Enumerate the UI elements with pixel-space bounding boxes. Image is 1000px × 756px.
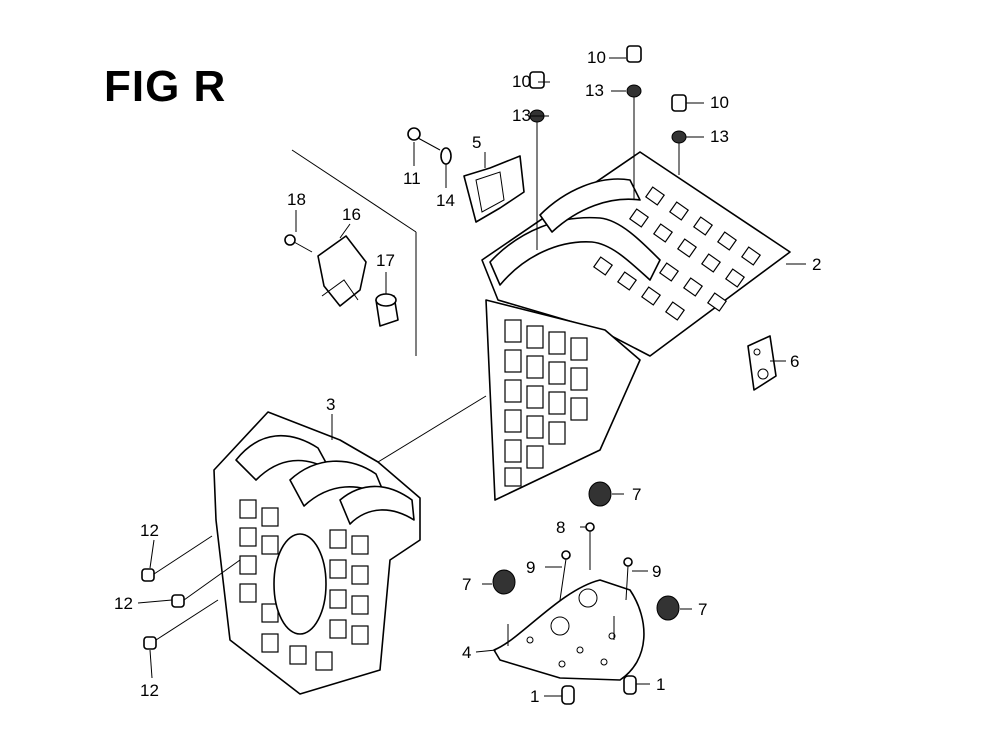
callout-8: 8: [556, 518, 565, 537]
part-16-clip: [317, 235, 367, 307]
part-4-base-plate: [493, 579, 645, 681]
leader-lines: [137, 57, 806, 697]
part-2-grid-cells: [592, 186, 762, 321]
callout-12: 12: [140, 681, 159, 700]
part-13-washers: [529, 84, 687, 144]
part-17-collar: [375, 293, 399, 327]
callout-10: 10: [587, 48, 606, 67]
part-18-screw: [284, 234, 313, 253]
callout-9: 9: [652, 562, 661, 581]
callout-6: 6: [790, 352, 799, 371]
part-8-bolt: [585, 522, 595, 570]
callout-7: 7: [462, 575, 471, 594]
callout-12: 12: [140, 521, 159, 540]
figure-title: FIG R: [104, 62, 227, 111]
callout-13: 13: [585, 81, 604, 100]
part-2-vertical-cells: [504, 319, 588, 487]
part-11-bolt: [407, 127, 441, 151]
callout-labels: 10 13 10 13 10 13 5 11 14 18 16 17 2 6 3…: [114, 48, 821, 706]
part-6-plate: [747, 335, 777, 391]
part-10-nuts: [529, 45, 687, 112]
part-3-grid-cells: [239, 499, 369, 671]
part-5-bracket: [463, 155, 525, 223]
callout-11: 11: [403, 169, 421, 188]
callout-9: 9: [526, 558, 535, 577]
callout-13: 13: [710, 127, 729, 146]
part-3-cover: [213, 411, 421, 695]
part-14-washer: [440, 147, 452, 165]
callout-1: 1: [656, 675, 665, 694]
callout-2: 2: [812, 255, 821, 274]
callout-3: 3: [326, 395, 335, 414]
callout-5: 5: [472, 133, 481, 152]
callout-12: 12: [114, 594, 133, 613]
part-2-upper-frame: [481, 151, 791, 501]
inset-frame: [291, 149, 417, 356]
callout-16: 16: [342, 205, 361, 224]
callout-13: 13: [512, 106, 531, 125]
part-9-bolts: [559, 550, 633, 601]
part-1-collars: [561, 675, 637, 705]
part-12-bolts: [141, 535, 241, 650]
callout-18: 18: [287, 190, 306, 209]
callout-10: 10: [512, 72, 531, 91]
callout-14: 14: [436, 191, 455, 210]
part-7-mounts: [492, 481, 680, 621]
callout-1: 1: [530, 687, 539, 706]
callout-10: 10: [710, 93, 729, 112]
callout-7: 7: [698, 600, 707, 619]
callout-17: 17: [376, 251, 395, 270]
callout-7: 7: [632, 485, 641, 504]
callout-4: 4: [462, 643, 471, 662]
